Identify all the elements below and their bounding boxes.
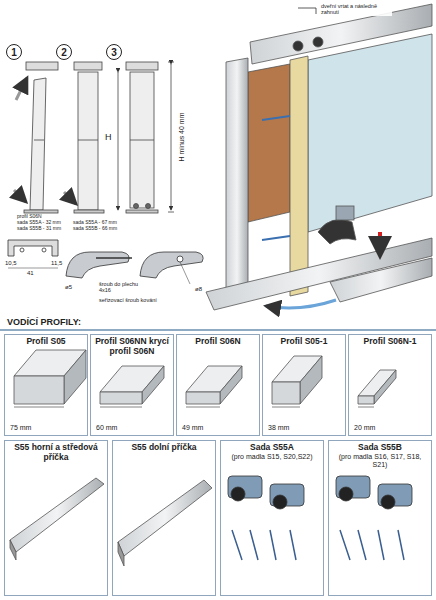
panel-title: Profil S06N-1 <box>349 335 431 347</box>
dimension-label: sada S55B - 66 mm <box>72 226 118 232</box>
panel-title: Profil S06N <box>177 335 259 347</box>
dimension-label: sada S55A - 67 mm <box>72 220 118 226</box>
profile-drawings <box>14 350 396 407</box>
profile-face <box>220 366 242 404</box>
panel-title: Profil S06NN krycí profil S06N <box>91 335 173 357</box>
panel-title: 3 <box>111 47 117 58</box>
profile-face <box>358 396 374 404</box>
dimension-label: 10,5 <box>4 260 18 267</box>
panel-note: (pro madla S16, S17, S18, S21) <box>329 453 431 469</box>
dimension-line <box>14 407 64 408</box>
panel-title: Sada S55A <box>221 441 323 453</box>
panel-title: S55 dolní příčka <box>113 441 215 453</box>
profile-face <box>272 382 300 404</box>
dimension-line <box>358 407 374 408</box>
dimension-label: profil S06N <box>16 214 43 220</box>
panel-title: Profil S05-1 <box>263 335 345 347</box>
wheel-sets <box>228 476 412 560</box>
dimension-label: dveřní vrtat a následně zahnutí <box>320 3 392 16</box>
dimension-label: 11,5 <box>50 260 63 267</box>
panel-title: Profil S05 <box>5 335 87 347</box>
profile-face <box>100 392 142 404</box>
profile-panel: S55 dolní příčka <box>112 440 216 596</box>
mounting-step-1 <box>14 62 58 213</box>
step-number: 1 <box>6 44 22 60</box>
mounting-step-2 <box>64 62 118 213</box>
panel-note: 60 mm <box>95 424 118 431</box>
profile-face <box>374 370 396 404</box>
mounting-step-3 <box>126 62 174 213</box>
step-number: 3 <box>106 44 122 60</box>
rail-drawings <box>10 478 212 566</box>
panel-title: 1 <box>11 47 17 58</box>
profile-face <box>64 350 86 404</box>
step-number: 2 <box>56 44 72 60</box>
dimension-line <box>272 407 300 408</box>
panel-title: 2 <box>61 47 67 58</box>
profile-panel: Sada S55B(pro madla S16, S17, S18, S21) <box>328 440 432 596</box>
profile-face <box>300 356 322 404</box>
panel-note: 49 mm <box>181 424 204 431</box>
profile-panel: S55 horní a středová příčka <box>4 440 108 596</box>
dimension-label: H minus 40 mm <box>178 111 186 162</box>
profile-panel: Profil S05 75 mm <box>4 334 88 436</box>
dimension-label: šroub do plechu 4x16 <box>98 281 146 294</box>
dimension-label: sada S55A - 32 mm <box>16 220 62 226</box>
profile-panel: Profil S06N 49 mm <box>176 334 260 436</box>
dimension-line <box>186 407 220 408</box>
profile-panel: Sada S55A(pro madla S15, S20,S22) <box>220 440 324 596</box>
panel-note: (pro madla S15, S20,S22) <box>221 453 323 461</box>
panel-note: 75 mm <box>9 424 32 431</box>
dimension-label: ø5 <box>64 284 73 291</box>
profile-panel: Profil S06N-1 20 mm <box>348 334 432 436</box>
dimension-label: H <box>104 132 113 142</box>
panel-title: Sada S55B <box>329 441 431 453</box>
door-assembly-view <box>206 4 432 310</box>
panel-note: 20 mm <box>353 424 376 431</box>
profile-panel: Profil S05-1 38 mm <box>262 334 346 436</box>
dimension-label: ø8 <box>194 286 203 293</box>
profile-face <box>186 392 220 404</box>
dimension-label: seřizovací šroub kování <box>98 297 158 303</box>
dimension-line <box>100 407 142 408</box>
dimension-label: sada S55B - 31 mm <box>16 226 62 232</box>
section-heading: VODÍCÍ PROFILY: <box>6 317 82 327</box>
panel-note: 38 mm <box>267 424 290 431</box>
dimension-label: 41 <box>26 270 35 277</box>
panel-title: S55 horní a středová příčka <box>5 441 107 463</box>
profile-face <box>142 366 164 404</box>
detail-sections <box>8 240 203 284</box>
profile-face <box>14 376 64 404</box>
profile-panel: Profil S06NN krycí profil S06N 60 mm <box>90 334 174 436</box>
